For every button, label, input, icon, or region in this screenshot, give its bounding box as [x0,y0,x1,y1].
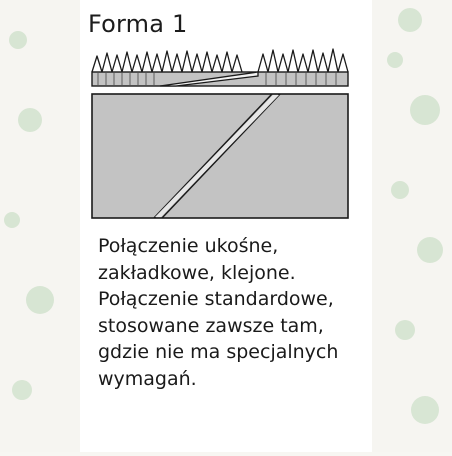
caption-line: gdzie nie ma specjalnych [98,341,339,364]
joint-gap [155,95,279,217]
figure-caption: Połączenie ukośne, zakładkowe, klejone. … [98,233,388,393]
diagonal-joint [153,93,281,219]
caption-line: wymagań. [98,367,197,390]
left-bristles [91,50,243,73]
caption-line: Połączenie ukośne, [98,235,279,257]
right-bristles [257,48,349,73]
caption-line: Połączenie standardowe, [98,288,334,311]
caption-line: zakładkowe, klejone. [98,261,296,284]
top-belt-texture [97,73,337,85]
figure-title: Forma 1 [88,10,188,38]
caption-line: stosowane zawsze tam, [98,314,324,337]
splice-wedge [159,71,259,87]
